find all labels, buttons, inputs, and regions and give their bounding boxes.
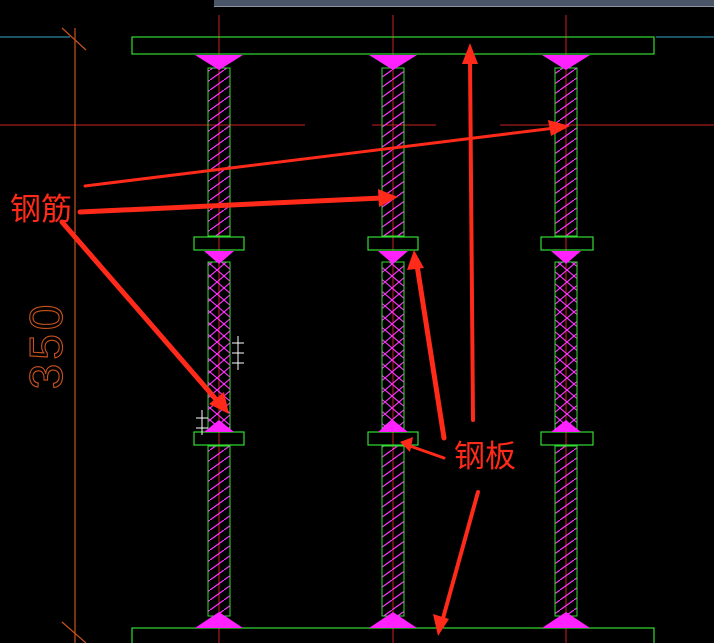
axis-lines (0, 15, 714, 643)
middle-steel-plates-upper[interactable] (193, 236, 594, 251)
rebar-column-1[interactable] (207, 67, 231, 617)
small-marks (196, 336, 244, 435)
top-steel-plate[interactable] (131, 36, 655, 55)
rebar-column-3[interactable] (554, 67, 578, 617)
rebar-label: 钢筋 (10, 192, 72, 228)
dimension-line (61, 27, 87, 643)
annotation-arrows (59, 43, 570, 636)
plate-label: 钢板 (454, 439, 516, 475)
dimension-value: 350 (20, 301, 72, 390)
weld-fillets (195, 55, 590, 628)
window-title-bar (214, 0, 714, 7)
